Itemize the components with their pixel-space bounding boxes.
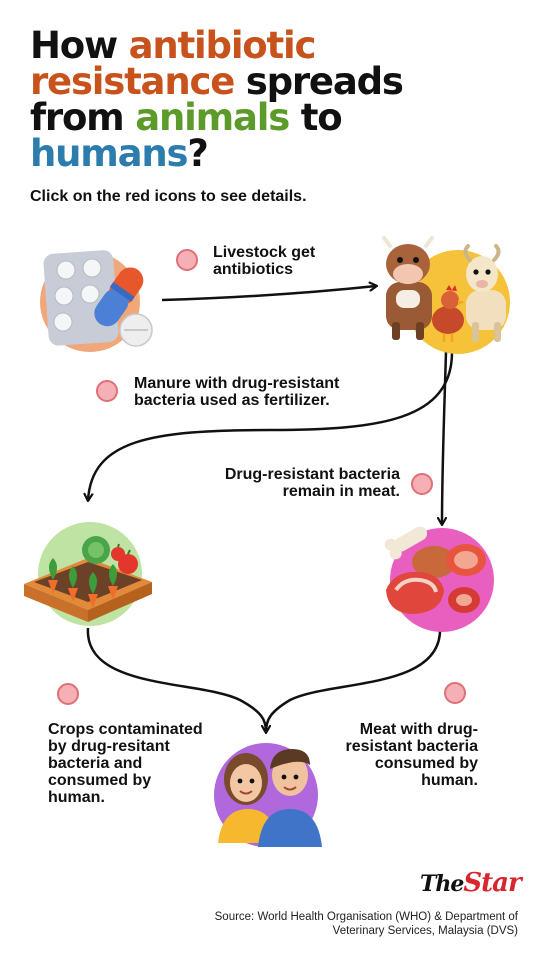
arrow-animals-to-meat	[442, 351, 448, 524]
hotspot-meat-bacteria[interactable]	[411, 473, 433, 495]
title-highlight-humans: humans	[30, 132, 189, 175]
title-highlight-resistance: resistance	[30, 60, 235, 103]
arrow-animals-to-crops	[88, 351, 454, 500]
step-meat-bacteria-label: Drug-resistant bacteria remain in meat.	[224, 466, 400, 500]
title-text: from	[30, 96, 136, 139]
step-livestock-label: Livestock get antibiotics	[213, 244, 316, 278]
farm-animals-icon	[378, 234, 518, 358]
arrow-pills-to-animals	[161, 286, 376, 302]
hotspot-livestock[interactable]	[176, 249, 198, 271]
people-icon	[208, 735, 328, 854]
logo-prefix: The	[420, 871, 464, 897]
vegetable-garden-icon	[18, 510, 158, 634]
hotspot-manure[interactable]	[96, 380, 118, 402]
title-text: ?	[187, 132, 208, 175]
title-text: to	[289, 96, 343, 139]
step-crops-label: Crops contaminated by drug-resitant bact…	[48, 721, 203, 806]
pills-icon	[30, 248, 160, 357]
logo-name: Star	[463, 868, 521, 898]
step-meat-consumed-label: Meat with drug-resistant bacteria consum…	[345, 721, 478, 789]
title-highlight-antibiotic: antibiotic	[128, 24, 317, 67]
instructions: Click on the red icons to see details.	[30, 188, 307, 205]
brand-logo: TheStar	[420, 868, 522, 898]
arrow-meat-to-people	[264, 629, 442, 733]
hotspot-meat-consumed[interactable]	[444, 682, 466, 704]
title-highlight-animals: animals	[135, 96, 290, 139]
meat-icon	[378, 518, 498, 637]
page-title: How antibiotic resistance spreads from a…	[30, 27, 520, 175]
title-text: spreads	[234, 60, 404, 103]
step-manure-label: Manure with drug-resistant bacteria used…	[134, 375, 340, 409]
source-note: Source: World Health Organisation (WHO) …	[214, 911, 518, 937]
hotspot-crops[interactable]	[57, 683, 79, 705]
arrow-crops-to-people	[86, 627, 266, 732]
title-text: How	[30, 24, 129, 67]
